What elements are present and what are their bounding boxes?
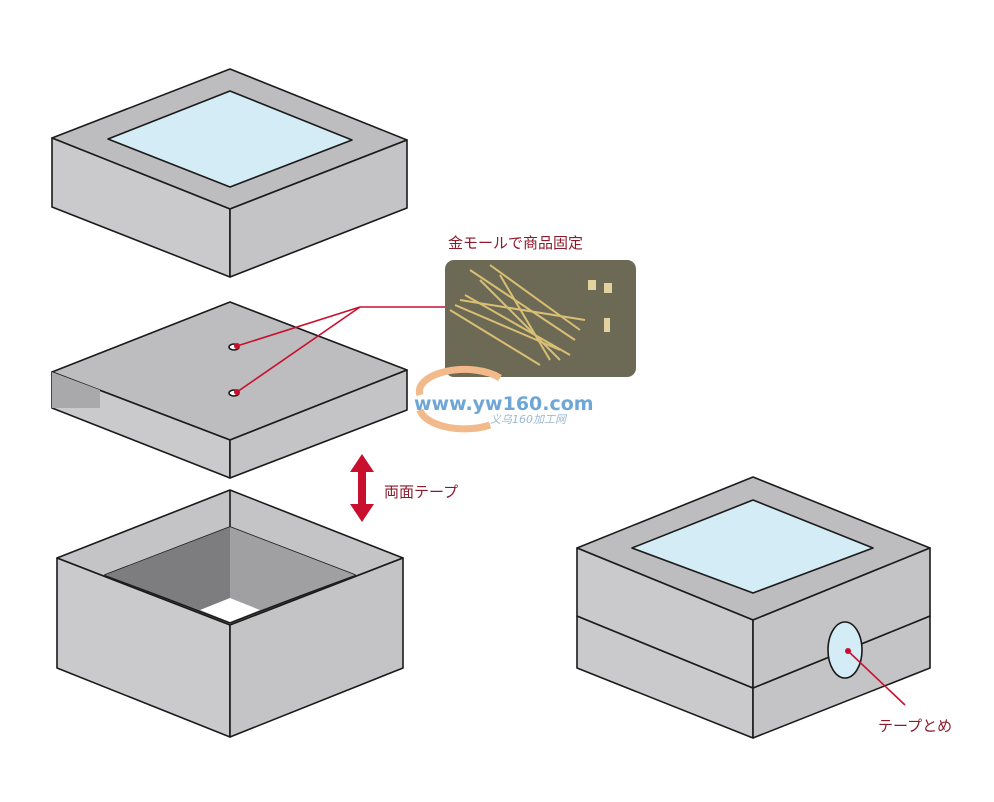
tape-stop-label: テープとめ [878, 717, 952, 735]
watermark-url: www.yw160.com [414, 393, 594, 415]
callout-lines [236, 306, 906, 706]
double-arrow-icon [350, 454, 374, 522]
tray-bottom-hole [200, 598, 260, 622]
assembled-box [576, 476, 931, 739]
double-tape-label: 両面テープ [384, 483, 458, 501]
assembled-window [631, 499, 874, 594]
tape-patch [827, 621, 863, 679]
lid [51, 68, 408, 278]
tray [56, 489, 404, 738]
watermark: www.yw160.com 义乌160加工网 [414, 365, 594, 433]
watermark-subtitle: 义乌160加工网 [490, 413, 568, 426]
gold-wire-label: 金モールで商品固定 [448, 234, 583, 252]
lid-window [107, 90, 353, 188]
sleeve [51, 301, 408, 479]
gold-wire-photo [445, 260, 636, 377]
